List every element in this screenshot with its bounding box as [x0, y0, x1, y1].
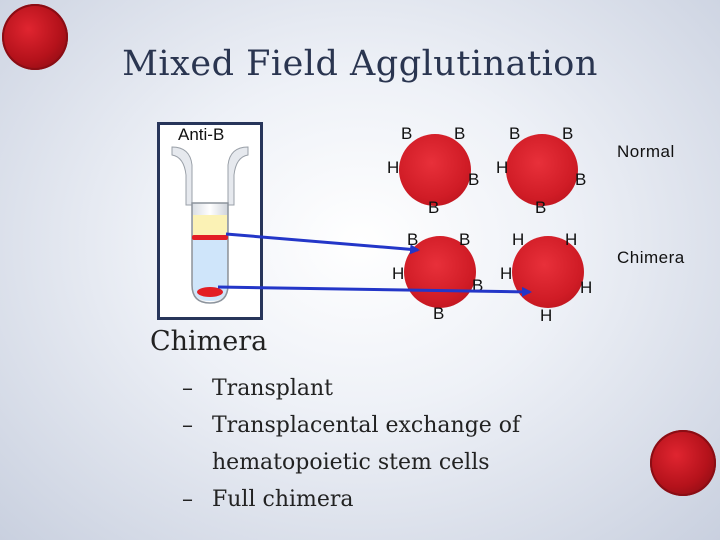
- antigen-label: B: [459, 230, 471, 249]
- red-cell-normal-1: [399, 134, 471, 206]
- agglutinate-band-upper: [192, 235, 228, 240]
- section-heading: Chimera: [150, 326, 268, 357]
- bullet-item: – Transplant: [182, 370, 572, 407]
- bullet-dash: –: [182, 487, 193, 512]
- antigen-label: H: [565, 230, 578, 249]
- suspension-layer: [193, 237, 227, 301]
- antigen-label: H: [496, 158, 509, 177]
- tube-label: Anti-B: [178, 125, 225, 144]
- bullet-item: – Transplacental exchange of hematopoiet…: [182, 407, 572, 481]
- antigen-label: B: [468, 170, 480, 189]
- antigen-label: B: [509, 124, 521, 143]
- row-label-normal: Normal: [617, 142, 675, 161]
- arrow-to-agglutinate: [225, 232, 420, 255]
- red-cell-normal-2: [506, 134, 578, 206]
- antigen-label: B: [472, 276, 484, 295]
- slide-title: Mixed Field Agglutination: [122, 44, 598, 84]
- antigen-label: B: [575, 170, 587, 189]
- antigen-label: B: [407, 230, 419, 249]
- antigen-label: B: [433, 304, 445, 323]
- decorative-red-circle-top-left: [2, 4, 68, 70]
- arrow-to-button: [217, 285, 532, 297]
- bullet-text: Transplant: [212, 376, 334, 401]
- antigen-label: H: [500, 264, 513, 283]
- plasma-layer: [193, 215, 227, 237]
- bullet-list: – Transplant – Transplacental exchange o…: [182, 370, 572, 518]
- bullet-dash: –: [182, 413, 193, 438]
- antigen-label: B: [401, 124, 413, 143]
- bullet-dash: –: [182, 376, 193, 401]
- antigen-label: B: [535, 198, 547, 217]
- bullet-text: Transplacental exchange of hematopoietic…: [212, 413, 521, 475]
- test-tube-panel: Anti-B: [157, 122, 263, 320]
- antigen-label: H: [387, 158, 400, 177]
- antigen-label: H: [392, 264, 405, 283]
- antigen-label: H: [580, 278, 593, 297]
- antigen-label: B: [562, 124, 574, 143]
- row-label-chimera: Chimera: [617, 248, 685, 267]
- test-tube-icon: [171, 146, 249, 304]
- red-cell-button: [197, 287, 223, 297]
- decorative-red-circle-bottom-right: [650, 430, 716, 496]
- antigen-label: B: [454, 124, 466, 143]
- bullet-item: – Full chimera: [182, 481, 572, 518]
- antigen-label: H: [540, 306, 553, 325]
- bullet-text: Full chimera: [212, 487, 354, 512]
- antigen-label: B: [428, 198, 440, 217]
- antigen-label: H: [512, 230, 525, 249]
